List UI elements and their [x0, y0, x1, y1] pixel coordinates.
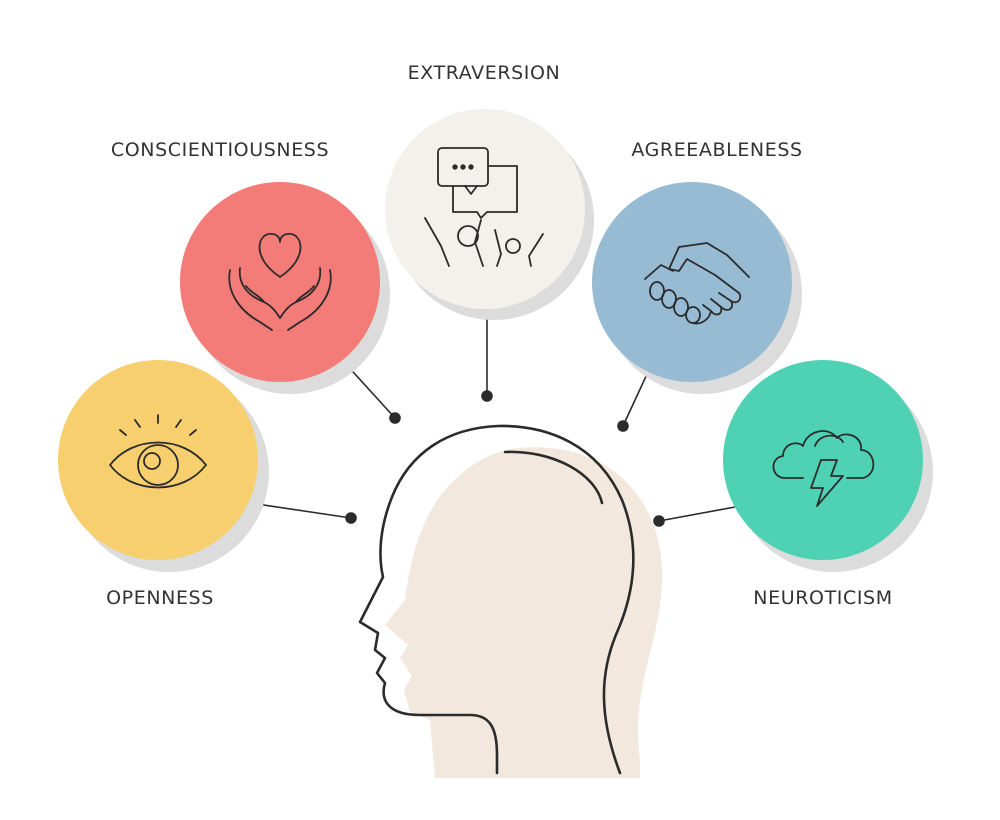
extraversion-label: EXTRAVERSION [407, 62, 561, 84]
agreeableness-label: AGREEABLENESS [631, 139, 803, 161]
handshake-icon [644, 242, 750, 325]
openness-label: OPENNESS [106, 587, 214, 609]
connector-neuroticism [658, 506, 736, 522]
storm-cloud-icon [772, 430, 875, 507]
head-fill [385, 447, 663, 778]
head-inner-arc [503, 450, 604, 505]
heart-in-hands-icon [228, 233, 332, 331]
connector-agreeableness [622, 371, 649, 427]
connectors [249, 309, 736, 527]
connector-dot-extraversion [481, 390, 493, 402]
agreeableness-circle [592, 182, 792, 382]
head-outline [358, 424, 635, 775]
connector-dot-agreeableness [617, 420, 629, 432]
openness-circle [58, 360, 258, 560]
eye-icon [109, 414, 207, 489]
connector-dot-conscientiousness [389, 412, 401, 424]
connector-openness [249, 502, 352, 519]
neuroticism-label: NEUROTICISM [753, 587, 893, 609]
extraversion-circle [385, 109, 585, 309]
people-chat-icon [424, 147, 544, 267]
head-silhouette [358, 424, 663, 778]
conscientiousness-label: CONSCIENTIOUSNESS [110, 139, 330, 161]
connector-dot-neuroticism [653, 515, 665, 527]
conscientiousness-circle [180, 182, 380, 382]
connector-dot-openness [345, 512, 357, 524]
